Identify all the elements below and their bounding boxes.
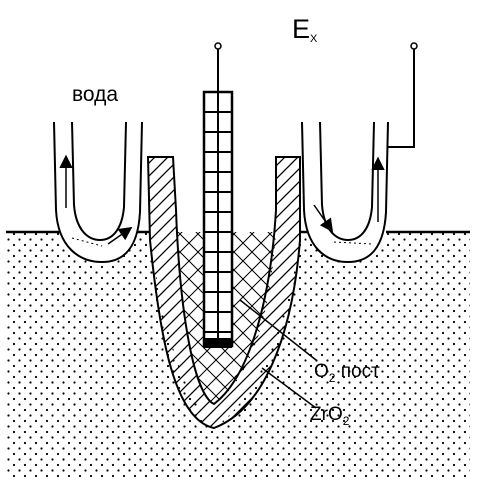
o2-leader-line [239, 299, 317, 361]
zirconia-label: ZrO2 [310, 404, 350, 428]
oxygen-label: O2 пост [314, 361, 380, 385]
water-label: вода [72, 83, 118, 106]
right-water-jacket [301, 121, 389, 264]
left-water-jacket [53, 121, 143, 264]
zro2-leader-line [261, 367, 317, 409]
lead-wires [214, 42, 418, 148]
voltage-label: EX [292, 14, 318, 45]
right-terminal-icon [410, 42, 418, 50]
left-terminal-icon [214, 42, 222, 50]
electrode-rod [202, 90, 234, 348]
melt-body [6, 232, 470, 477]
